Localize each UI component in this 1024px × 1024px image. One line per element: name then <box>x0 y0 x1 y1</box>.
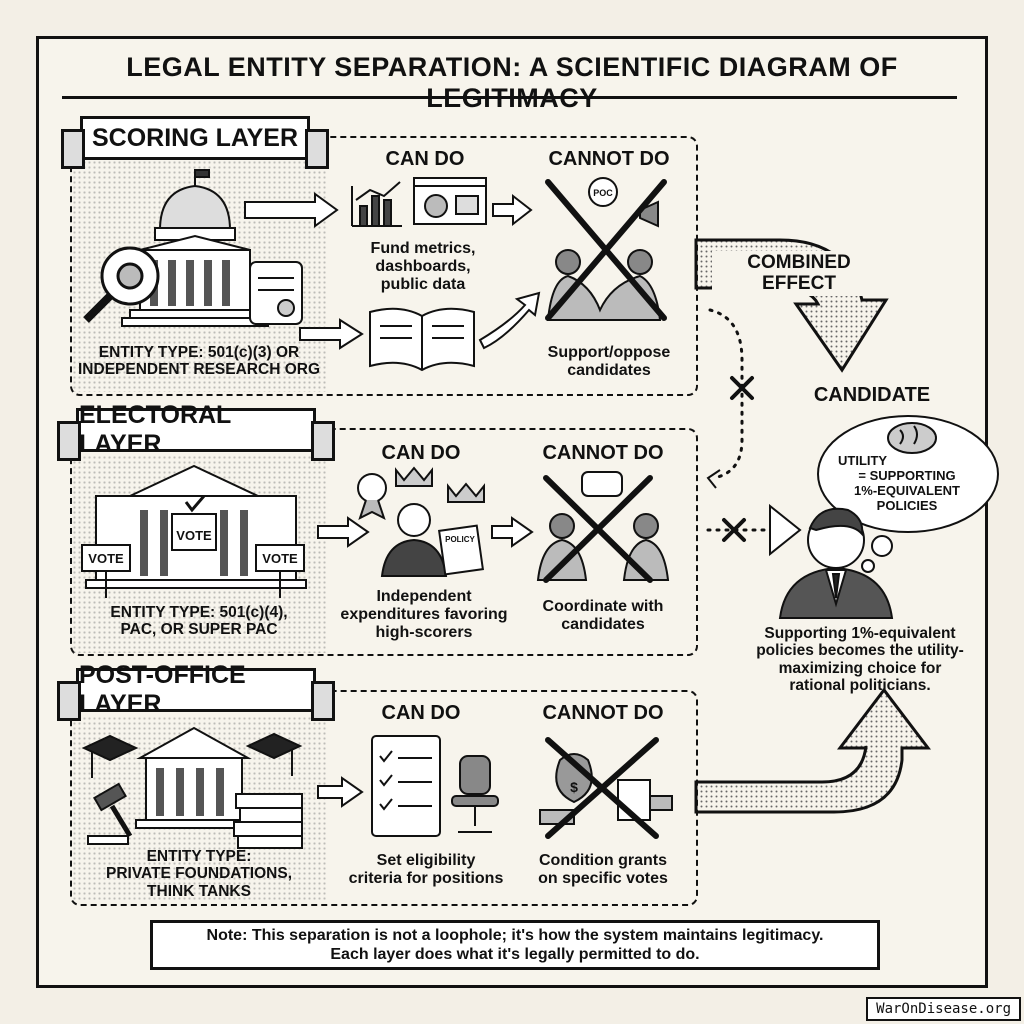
certificate-scroll-icon <box>249 261 303 325</box>
post-office-can-do-heading: CAN DO <box>381 702 461 724</box>
scoring-cannot-do-line1: Support/oppose <box>547 344 671 361</box>
capitol-building-icon <box>121 169 269 327</box>
svg-text:$: $ <box>570 779 578 795</box>
vote-sign-left: VOTE <box>81 544 131 598</box>
scoring-entity-line1: ENTITY TYPE: 501(c)(3) OR <box>98 344 300 361</box>
gavel-icon <box>87 782 133 845</box>
scoring-can-do-heading: CAN DO <box>385 148 465 170</box>
electoral-arrows <box>317 516 534 548</box>
thought-bubble-text: UTILITY = SUPPORTING 1%-EQUIVALENT POLIC… <box>832 453 982 514</box>
books-stack-icon <box>233 793 303 849</box>
candidate-portrait-icon <box>778 507 894 619</box>
chart-dashboard-icon <box>351 177 487 227</box>
candidate-caption-line3: maximizing choice for <box>778 659 942 677</box>
footer-link[interactable]: WarOnDisease.org <box>866 997 1021 1021</box>
note-line2: Each layer does what it's legally permit… <box>330 946 700 963</box>
post-office-cannot-do-heading: CANNOT DO <box>542 702 664 724</box>
ballot-box-vote-text: VOTE <box>176 528 212 543</box>
scoring-arrows <box>244 192 541 350</box>
open-book-icon <box>369 307 475 372</box>
post-office-entity-type: ENTITY TYPE: PRIVATE FOUNDATIONS, THINK … <box>74 848 324 900</box>
electoral-entity-type: ENTITY TYPE: 501(c)(4), PAC, OR SUPER PA… <box>74 604 324 639</box>
electoral-cannot-do-heading: CANNOT DO <box>542 442 664 464</box>
poc-badge-text: POC <box>593 188 613 198</box>
policy-doc-text: POLICY <box>445 535 475 544</box>
candidate-caption-line2: policies becomes the utility- <box>756 642 964 660</box>
post-office-cannot-do-line1: Condition grants <box>539 852 667 869</box>
candidate-caption-line4: rational politicians. <box>789 677 931 695</box>
cannot-x-post-office <box>545 737 659 839</box>
title-divider <box>62 96 957 99</box>
separation-dotted-lines <box>706 308 774 532</box>
vote-sign-right-text: VOTE <box>262 551 298 566</box>
post-office-to-candidate-arrow <box>694 687 932 814</box>
office-chair-icon <box>451 755 499 833</box>
separation-x-marks <box>722 376 754 542</box>
scoring-layer-banner: SCORING LAYER <box>61 116 329 169</box>
post-office-entity-line1: ENTITY TYPE: <box>146 848 252 865</box>
scoring-entity-line2: INDEPENDENT RESEARCH ORG <box>78 361 320 379</box>
electoral-to-candidate-arrow <box>706 469 802 557</box>
post-office-entity-line3: THINK TANKS <box>147 882 251 900</box>
electoral-can-do-line1: Independent <box>376 588 472 605</box>
vote-sign-right: VOTE <box>255 544 305 598</box>
scoring-can-do-line3: public data <box>380 275 466 293</box>
electoral-cannot-do-line2: candidates <box>561 615 645 633</box>
post-office-cannot-do-line2: on specific votes <box>538 869 668 887</box>
electoral-cannot-do-text: Coordinate with candidates <box>518 598 688 634</box>
electoral-can-do-text: Independent expenditures favoring high-s… <box>330 588 518 642</box>
post-office-cannot-do-text: Condition grants on specific votes <box>518 852 688 888</box>
electoral-cannot-do-line1: Coordinate with <box>542 598 664 615</box>
brain-icon <box>887 422 937 454</box>
combined-effect-label: COMBINED EFFECT <box>712 251 886 296</box>
scoring-can-do-text: Fund metrics, dashboards, public data <box>338 240 508 294</box>
electoral-entity-line1: ENTITY TYPE: 501(c)(4), <box>110 604 288 621</box>
thought-bubble <box>817 415 999 573</box>
electoral-can-do-heading: CAN DO <box>381 442 461 464</box>
legitimacy-note: Note: This separation is not a loophole;… <box>150 920 880 970</box>
cannot-x-electoral <box>543 475 653 583</box>
scoring-can-do-line2: dashboards, <box>375 257 471 275</box>
scoring-cannot-do-text: Support/oppose candidates <box>524 344 694 380</box>
post-office-can-do-line2: criteria for positions <box>348 869 504 887</box>
candidate-caption-line1: Supporting 1%-equivalent <box>764 625 956 642</box>
electoral-can-do-line3: high-scorers <box>375 623 473 641</box>
thought-line4: POLICIES <box>876 497 938 513</box>
post-office-arrow <box>317 776 364 808</box>
electoral-layer-banner: ELECTORAL LAYER <box>57 401 335 461</box>
scoring-cannot-do-line2: candidates <box>567 361 651 379</box>
post-office-can-do-text: Set eligibility criteria for positions <box>334 852 518 888</box>
magnifier-gear-icon <box>83 246 160 323</box>
scoring-entity-type: ENTITY TYPE: 501(c)(3) OR INDEPENDENT RE… <box>74 344 324 379</box>
eligibility-checklist-icon <box>371 735 441 837</box>
candidate-label: CANDIDATE <box>813 384 931 406</box>
candidate-caption: Supporting 1%-equivalent policies become… <box>740 625 980 694</box>
ballot-box-text: VOTE <box>176 528 212 543</box>
thought-line1: UTILITY <box>838 453 888 468</box>
post-office-layer-banner: POST-OFFICE LAYER <box>57 661 335 721</box>
note-line1: Note: This separation is not a loophole;… <box>206 926 824 944</box>
post-office-entity-line2: PRIVATE FOUNDATIONS, <box>106 865 292 883</box>
cannot-x-scoring <box>545 179 667 321</box>
vote-sign-left-text: VOTE <box>88 551 124 566</box>
electoral-entity-line2: PAC, OR SUPER PAC <box>120 621 278 639</box>
electoral-layer-panel <box>70 428 698 656</box>
advocate-with-awards-icon: POLICY <box>357 466 485 577</box>
scoring-can-do-line1: Fund metrics, <box>370 240 476 257</box>
election-building-icon <box>85 464 307 589</box>
thought-line3: 1%-EQUIVALENT <box>854 482 960 498</box>
scoring-cannot-do-heading: CANNOT DO <box>548 148 670 170</box>
electoral-can-do-line2: expenditures favoring <box>340 605 508 623</box>
academic-building-icon <box>81 726 303 829</box>
post-office-can-do-line1: Set eligibility <box>376 852 476 869</box>
thought-line2: = SUPPORTING <box>858 467 956 483</box>
